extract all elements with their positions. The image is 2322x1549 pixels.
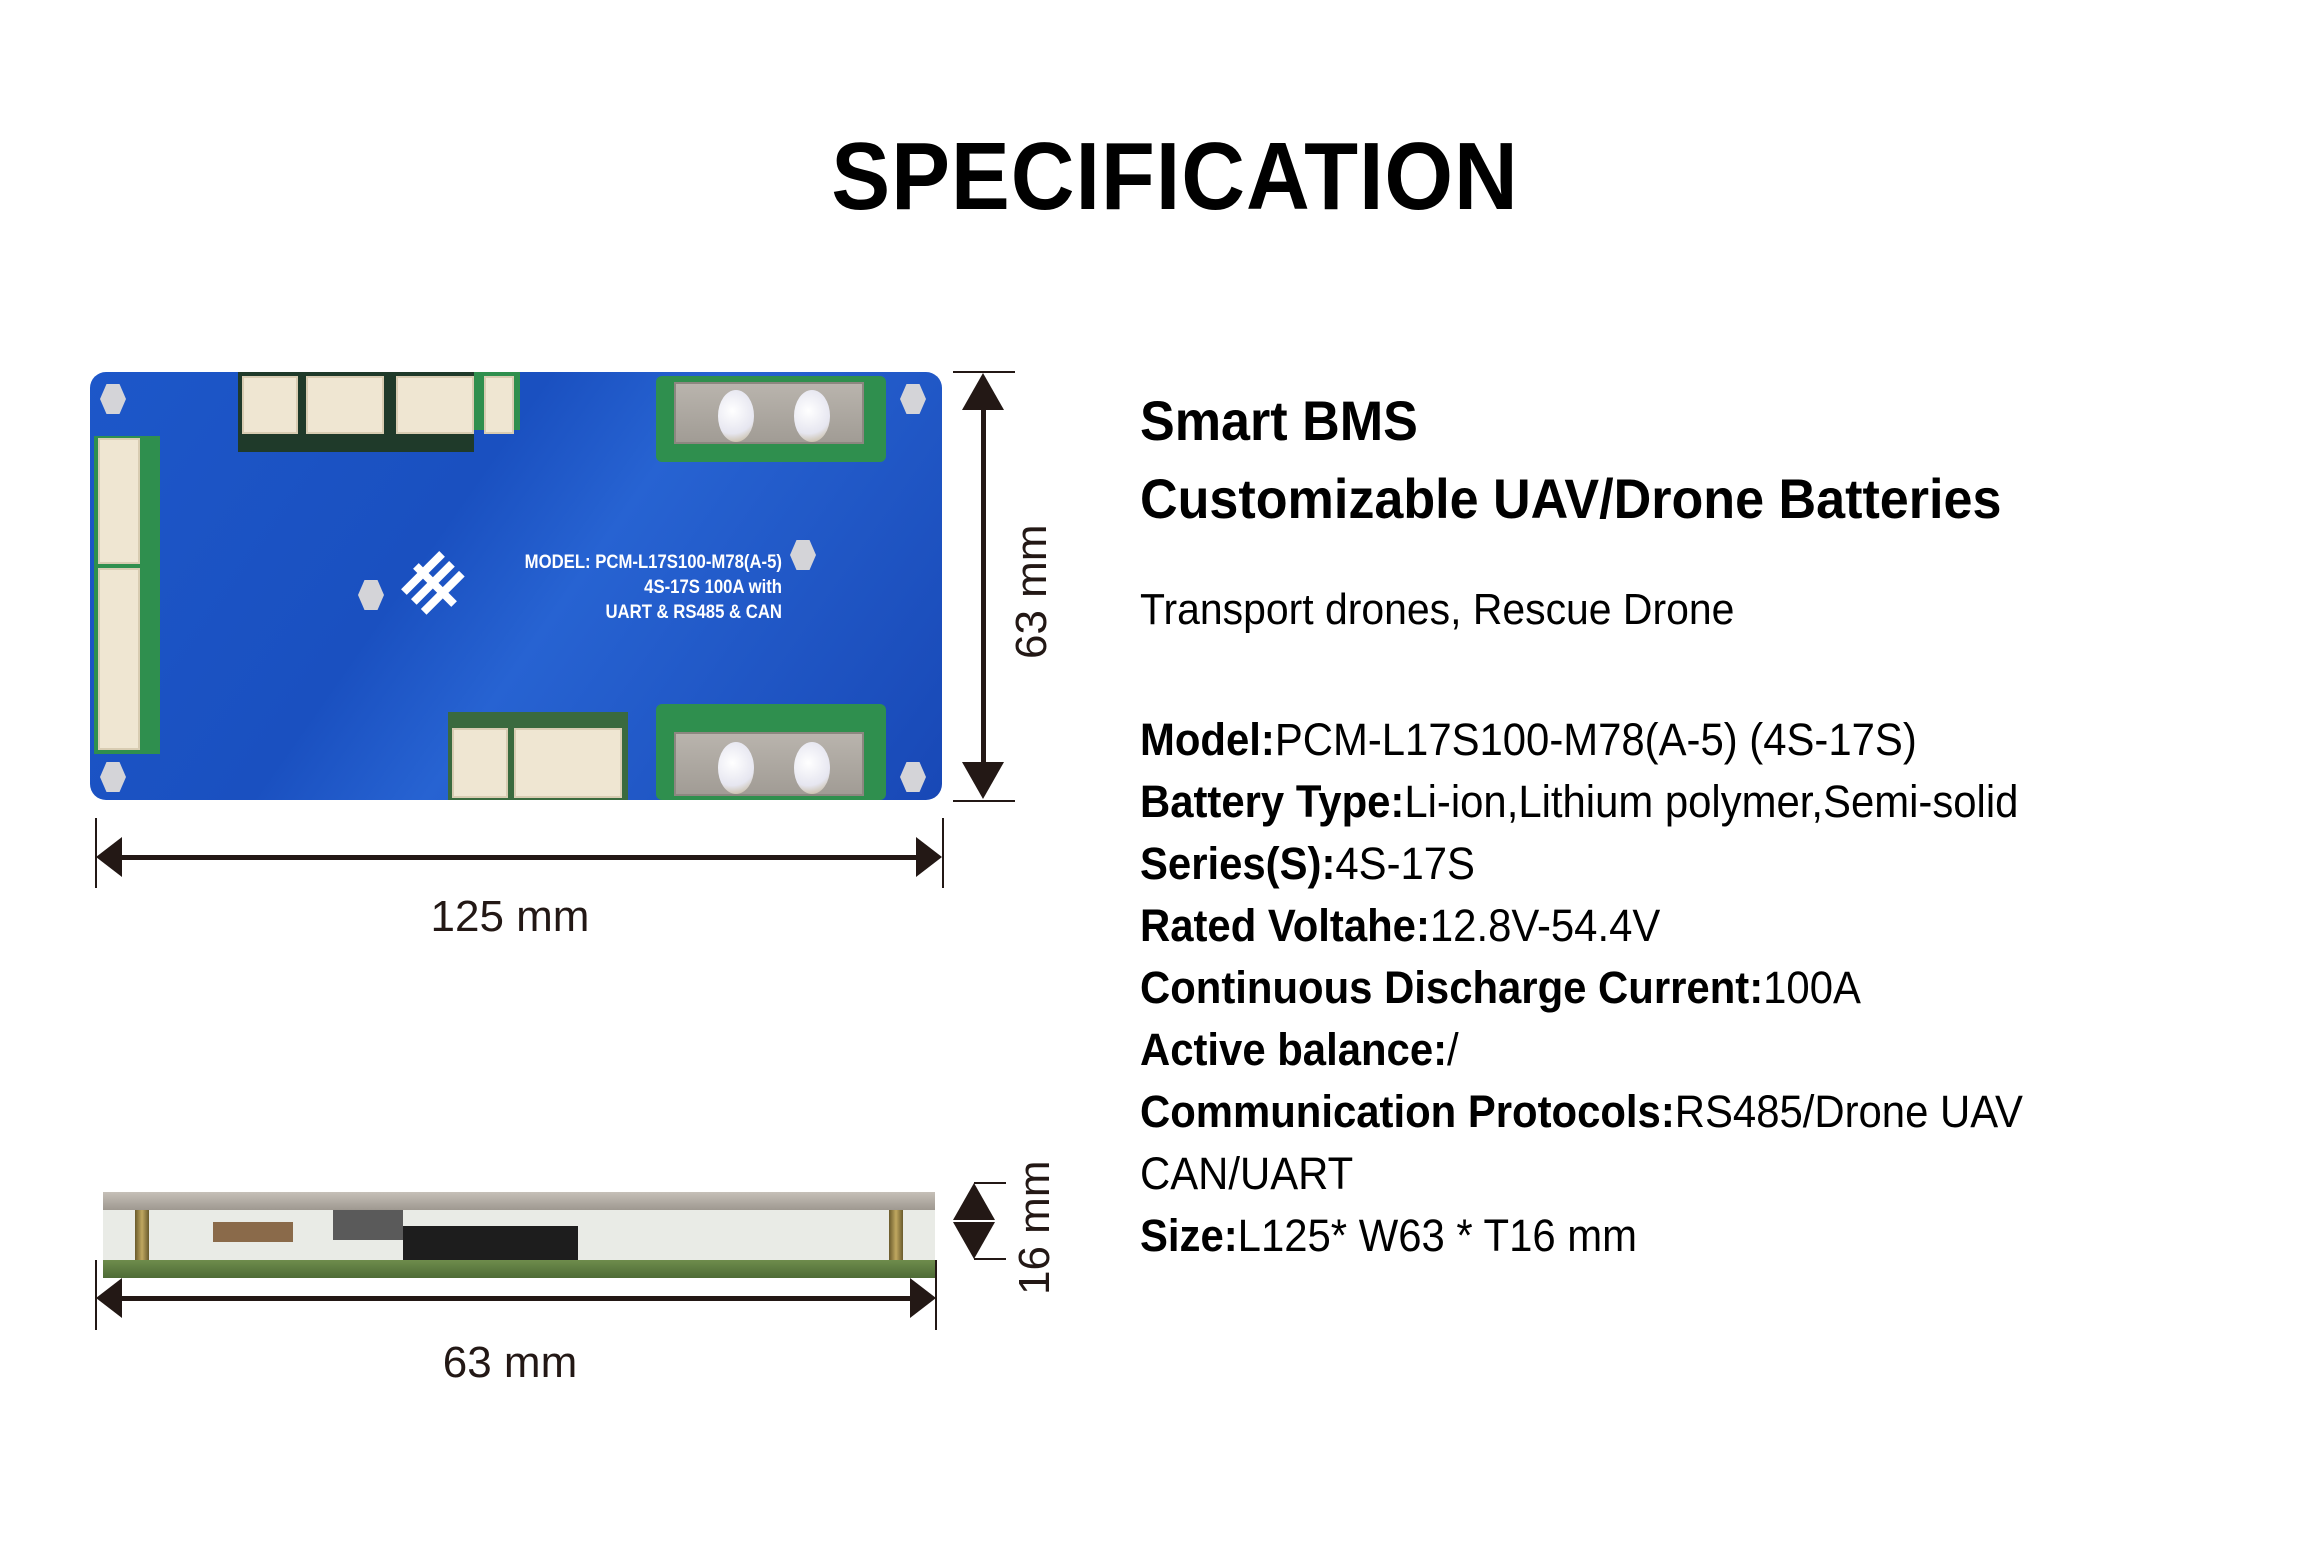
spec-row-battery-type: Battery Type:Li-ion,Lithium polymer,Semi… <box>1140 776 2018 828</box>
spec-value: 12.8V-54.4V <box>1429 900 1661 951</box>
standoff <box>358 580 384 610</box>
pcb-label-line1: MODEL: PCM-L17S100-M78(A-5) <box>524 552 782 573</box>
spec-label: Model: <box>1140 714 1275 765</box>
brand-logo-icon <box>401 551 465 615</box>
spec-row-size: Size:L125* W63 * T16 mm <box>1140 1210 1637 1262</box>
spec-row-rated-voltage: Rated Voltahe:12.8V-54.4V <box>1140 900 1660 952</box>
spec-label: Size: <box>1140 1210 1238 1261</box>
spec-row-active-balance: Active balance:/ <box>1140 1024 1459 1076</box>
pcb-side-view-image <box>103 1192 935 1282</box>
arrow-down-icon <box>962 762 1004 799</box>
standoff <box>100 384 126 414</box>
connector <box>452 728 508 798</box>
pcb-label-line3: UART & RS485 & CAN <box>605 602 782 623</box>
connector <box>306 376 384 434</box>
dimension-tick <box>953 371 1015 373</box>
spec-value: 100A <box>1763 962 1861 1013</box>
spec-value: 4S-17S <box>1335 838 1475 889</box>
standoff-post <box>135 1210 149 1260</box>
spec-label: Series(S): <box>1140 838 1336 889</box>
dimension-tick <box>953 800 1015 802</box>
dimension-tick <box>942 818 944 888</box>
pcb-top-view-image: MODEL: PCM-L17S100-M78(A-5) 4S-17S 100A … <box>90 372 942 800</box>
terminal-stud <box>794 390 830 442</box>
spec-label: Rated Voltahe: <box>1140 900 1430 951</box>
standoff-post <box>889 1210 903 1260</box>
spec-row-model: Model:PCM-L17S100-M78(A-5) (4S-17S) <box>1140 714 1917 766</box>
dimension-line <box>981 400 986 772</box>
side-width-dimension-label: 63 mm <box>442 1338 578 1387</box>
product-subheading: Customizable UAV/Drone Batteries <box>1140 467 2002 530</box>
spec-row-series: Series(S):4S-17S <box>1140 838 1475 890</box>
arrow-down-icon <box>953 1222 995 1259</box>
arrow-up-icon <box>953 1183 995 1220</box>
spec-value: / <box>1447 1024 1459 1075</box>
dimension-tick <box>935 1260 937 1330</box>
width-dimension-label: 125 mm <box>430 892 590 941</box>
side-heatsink <box>103 1192 935 1210</box>
terminal-stud <box>718 742 754 794</box>
spec-label: Battery Type: <box>1140 776 1405 827</box>
spec-value: L125* W63 * T16 mm <box>1237 1210 1637 1261</box>
thickness-dimension-label: 16 mm <box>1010 1160 1059 1295</box>
spec-label: Continuous Discharge Current: <box>1140 962 1764 1013</box>
balance-connector <box>98 568 140 750</box>
spec-value: CAN/UART <box>1140 1148 1354 1199</box>
side-component <box>333 1210 403 1240</box>
spec-label: Communication Protocols: <box>1140 1086 1675 1137</box>
side-component <box>213 1222 293 1242</box>
arrow-up-icon <box>962 373 1004 410</box>
terminal-stud <box>794 742 830 794</box>
pcb-label-line2: 4S-17S 100A with <box>644 577 782 598</box>
side-component <box>403 1226 578 1262</box>
arrow-left-icon <box>96 1278 122 1318</box>
product-heading: Smart BMS <box>1140 389 1418 452</box>
spec-label: Active balance: <box>1140 1024 1448 1075</box>
standoff <box>100 762 126 792</box>
connector <box>396 376 474 434</box>
dimension-line <box>118 855 918 860</box>
spec-value: RS485/Drone UAV <box>1674 1086 2023 1137</box>
height-dimension-label: 63 mm <box>1007 524 1056 659</box>
balance-connector <box>98 438 140 564</box>
pcb-model-text: MODEL: PCM-L17S100-M78(A-5) 4S-17S 100A … <box>463 550 782 625</box>
power-terminal-bottom <box>674 732 864 796</box>
dimension-line <box>118 1296 913 1301</box>
connector <box>514 728 622 798</box>
spec-row-communication: Communication Protocols:RS485/Drone UAV <box>1140 1086 2023 1138</box>
page-title: SPECIFICATION <box>831 123 1519 230</box>
applications-text: Transport drones, Rescue Drone <box>1140 585 1735 634</box>
arrow-right-icon <box>916 837 942 877</box>
side-pcb <box>103 1260 935 1278</box>
arrow-left-icon <box>96 837 122 877</box>
spec-value: Li-ion,Lithium polymer,Semi-solid <box>1404 776 2019 827</box>
connector <box>242 376 298 434</box>
dimension-tick <box>974 1258 1006 1260</box>
spec-row-communication-cont: CAN/UART <box>1140 1148 1353 1200</box>
spec-value: PCM-L17S100-M78(A-5) (4S-17S) <box>1274 714 1917 765</box>
power-terminal-top <box>674 382 864 444</box>
connector <box>484 376 514 434</box>
terminal-stud <box>718 390 754 442</box>
spec-row-discharge-current: Continuous Discharge Current:100A <box>1140 962 1861 1014</box>
arrow-right-icon <box>910 1278 936 1318</box>
